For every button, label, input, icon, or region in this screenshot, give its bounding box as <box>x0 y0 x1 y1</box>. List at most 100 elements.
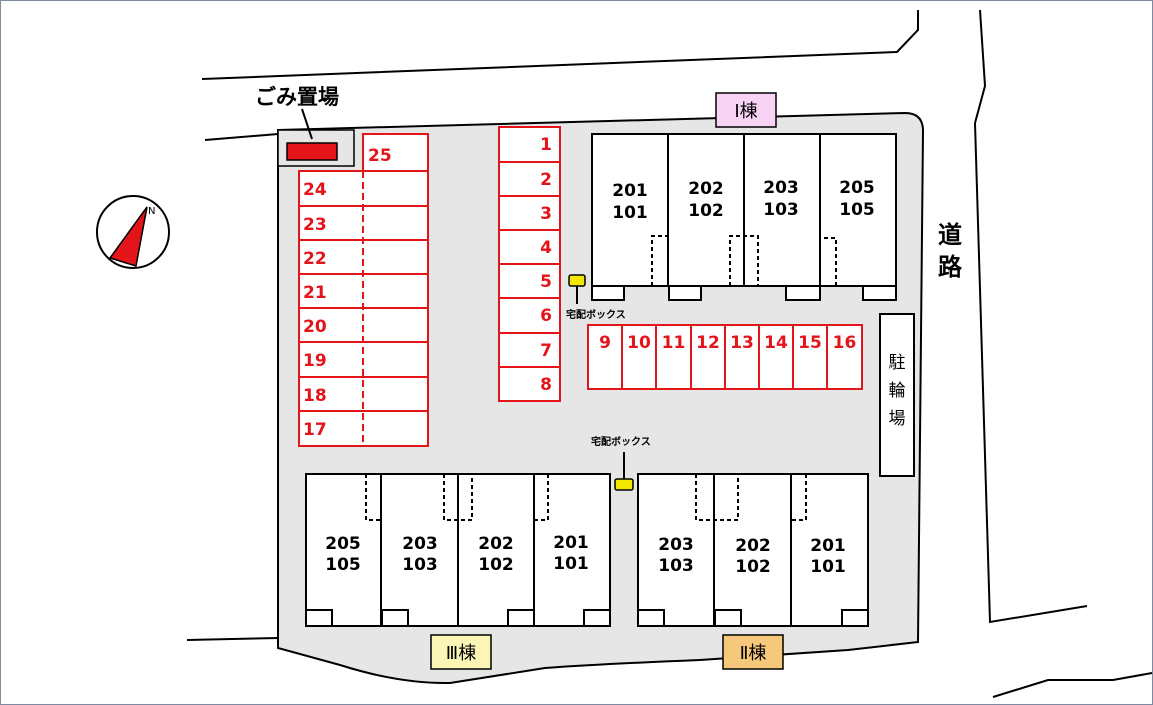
parking-number-3: 3 <box>540 204 552 224</box>
unit-III-1-upper: 205 <box>325 534 361 554</box>
building-III-tag: Ⅲ棟 <box>446 643 476 664</box>
parking-number-13: 13 <box>730 333 754 353</box>
parking-number-23: 23 <box>303 215 327 235</box>
parking-number-8: 8 <box>540 375 552 395</box>
parking-space-16 <box>826 324 863 390</box>
building-III-entrances <box>365 474 549 521</box>
unit-I-3-lower: 103 <box>763 200 799 220</box>
parking-number-2: 2 <box>540 170 552 190</box>
parking-space-13 <box>724 324 760 390</box>
building-II-tag-box <box>722 634 784 670</box>
building-II-tag: Ⅱ棟 <box>740 643 767 664</box>
parking-number-12: 12 <box>696 333 720 353</box>
unit-II-3-upper: 201 <box>810 536 846 556</box>
parking-number-14: 14 <box>764 333 788 353</box>
parking-number-19: 19 <box>303 351 327 371</box>
building-I-tag-box <box>715 92 777 128</box>
parking-lines <box>298 126 863 447</box>
bike-parking-box <box>879 313 915 477</box>
building-II-entrances <box>695 474 807 521</box>
unit-III-4-upper: 201 <box>553 533 589 553</box>
delivery-box-2-label: 宅配ボックス <box>591 435 651 448</box>
delivery-box-1: 宅配ボックス <box>566 274 626 321</box>
bike-parking-char-2: 輪 <box>889 381 906 401</box>
parking-space-12 <box>690 324 726 390</box>
road-label: 道 路 <box>938 221 963 281</box>
parking-number-24: 24 <box>303 180 327 200</box>
parking-number-11: 11 <box>662 333 686 353</box>
garbage-box <box>286 142 338 161</box>
parking-number-6: 6 <box>540 306 552 326</box>
parking-number-25: 25 <box>368 146 392 166</box>
unit-I-3-upper: 203 <box>763 178 799 198</box>
road-char-2: 路 <box>938 253 963 281</box>
parking-number-21: 21 <box>303 283 327 303</box>
compass-icon: N <box>96 195 170 269</box>
bike-parking-char-1: 駐 <box>889 353 906 373</box>
parking-number-17: 17 <box>303 420 327 440</box>
parking-space-11 <box>655 324 692 390</box>
delivery-box-2-icon <box>614 478 634 491</box>
building-II-body <box>637 473 869 627</box>
building-I-storage <box>591 285 897 301</box>
parking-space-1 <box>498 126 561 163</box>
unit-I-1-lower: 101 <box>612 203 648 223</box>
delivery-box-1-label: 宅配ボックス <box>566 308 626 321</box>
parking-space-10 <box>621 324 657 390</box>
parking-number-4: 4 <box>540 238 552 258</box>
unit-II-1-upper: 203 <box>658 535 694 555</box>
unit-III-3-lower: 102 <box>478 555 514 575</box>
parking-number-15: 15 <box>798 333 822 353</box>
parking-space-8 <box>498 366 561 402</box>
garbage-pointer <box>301 108 313 140</box>
unit-I-4-lower: 105 <box>839 200 875 220</box>
unit-I-2-upper: 202 <box>688 179 724 199</box>
parking-space-6 <box>498 297 561 334</box>
unit-II-2-lower: 102 <box>735 557 771 577</box>
parking-space-15 <box>792 324 828 390</box>
building-I-tag: Ⅰ棟 <box>734 101 757 122</box>
road-char-1: 道 <box>938 221 962 249</box>
unit-II-2-upper: 202 <box>735 536 771 556</box>
parking-number-7: 7 <box>540 341 552 361</box>
parking-number-20: 20 <box>303 317 327 337</box>
compass-north-label: N <box>148 206 155 217</box>
unit-I-2-lower: 102 <box>688 201 724 221</box>
compass-needle <box>108 206 148 267</box>
parking-number-9: 9 <box>599 333 611 353</box>
parking-space-25 <box>362 133 429 172</box>
building-I: 201 101 202 102 203 103 205 105 Ⅰ棟 <box>591 92 897 301</box>
unit-III-2-lower: 103 <box>402 555 438 575</box>
parking-number-18: 18 <box>303 386 327 406</box>
building-III-storage <box>305 609 611 627</box>
unit-II-1-lower: 103 <box>658 556 694 576</box>
unit-III-4-lower: 101 <box>553 554 589 574</box>
parking-number-5: 5 <box>540 272 552 292</box>
bike-parking-char-3: 場 <box>889 409 906 429</box>
parking-number-22: 22 <box>303 249 327 269</box>
unit-III-3-upper: 202 <box>478 534 514 554</box>
building-III: 205 105 203 103 202 102 201 101 Ⅲ棟 <box>305 473 611 670</box>
parking-number-1: 1 <box>540 135 552 155</box>
unit-I-1-upper: 201 <box>612 181 648 201</box>
unit-II-3-lower: 101 <box>810 557 846 577</box>
garbage-label: ごみ置場 <box>255 85 339 109</box>
parking-space-9 <box>587 324 623 390</box>
garbage-area: ごみ置場 <box>255 85 355 167</box>
boundary-lines <box>186 9 1153 698</box>
parking-space-7 <box>498 332 561 368</box>
parking-number-16: 16 <box>833 333 857 353</box>
unit-III-1-lower: 105 <box>325 555 361 575</box>
building-I-entrances <box>651 235 837 286</box>
bike-parking: 駐 輪 場 <box>879 313 915 477</box>
building-II-storage <box>637 609 869 627</box>
unit-I-4-upper: 205 <box>839 178 875 198</box>
building-III-tag-box <box>430 634 492 670</box>
parking-space-2 <box>498 161 561 197</box>
parking-space-3 <box>498 195 561 231</box>
delivery-box-1-icon <box>568 274 586 287</box>
unit-III-2-upper: 203 <box>402 534 438 554</box>
